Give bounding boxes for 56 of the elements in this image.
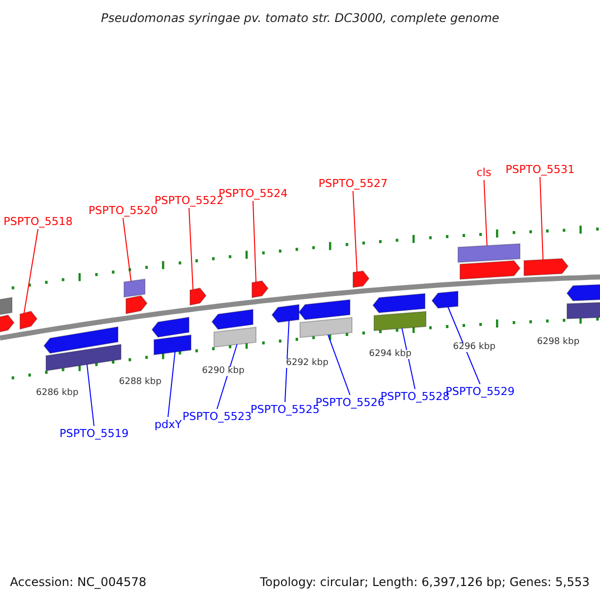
gene-feature: [211, 308, 254, 330]
leader-line: [402, 328, 416, 390]
gene-label: PSPTO_5523: [182, 411, 252, 422]
leader-line: [540, 176, 544, 260]
accession-text: Accession: NC_004578: [10, 576, 146, 588]
gene-feature: [151, 316, 190, 338]
gene-bar: [374, 310, 426, 332]
scale-label: 6296 kbp: [453, 343, 496, 352]
gene-feature: [431, 290, 458, 309]
gene-label: PSPTO_5518: [4, 216, 73, 227]
scale-label: 6286 kbp: [36, 389, 78, 398]
gene-bar: [154, 334, 192, 356]
gene-bar: [124, 278, 146, 298]
leader-line: [168, 352, 176, 418]
gene-bar: [566, 302, 600, 320]
gene-feature: [524, 258, 569, 276]
scale-label: 6288 kbp: [119, 378, 162, 387]
gene-feature: [372, 293, 426, 314]
gene-label: PSPTO_5519: [60, 428, 129, 439]
leader-line: [24, 228, 38, 314]
leader-line: [216, 344, 238, 410]
leader-line: [284, 320, 290, 402]
gene-feature: [0, 314, 15, 335]
gene-feature: [352, 270, 370, 288]
leader-line: [188, 208, 194, 290]
gene-label: PSPTO_5527: [318, 178, 388, 189]
scale-label: 6294 kbp: [369, 350, 412, 359]
gene-bar: [458, 243, 520, 263]
leader-line: [352, 190, 358, 273]
gene-bar: [0, 296, 12, 317]
chart-title: Pseudomonas syringae pv. tomato str. DC3000, complete genome: [101, 12, 500, 24]
gene-bar: [46, 344, 122, 372]
gene-label: pdxY: [154, 419, 182, 430]
gene-feature: [566, 284, 600, 302]
gene-label: cls: [476, 167, 492, 178]
gene-feature: [126, 295, 148, 314]
leader-line: [328, 334, 350, 396]
gene-bar: [214, 326, 256, 348]
scale-label: 6290 kbp: [202, 367, 244, 376]
leader-line: [252, 200, 256, 283]
leader-line: [86, 364, 94, 426]
gene-feature: [190, 288, 207, 306]
gene-bar: [300, 316, 352, 338]
gene-feature: [43, 326, 118, 354]
gene-feature: [252, 280, 269, 298]
gene-feature: [271, 304, 300, 323]
gene-feature: [460, 260, 521, 280]
scale-label: 6292 kbp: [286, 359, 328, 368]
leader-line: [448, 306, 480, 384]
gene-label: PSPTO_5531: [506, 164, 575, 175]
gene-feature: [20, 310, 38, 330]
gene-label: PSPTO_5520: [88, 205, 158, 216]
genome-summary: Topology: circular; Length: 6,397,126 bp; Genes: 5,553: [260, 576, 590, 588]
leader-line: [484, 180, 488, 246]
scale-label: 6298 kbp: [537, 338, 580, 347]
leader-line: [122, 218, 132, 282]
